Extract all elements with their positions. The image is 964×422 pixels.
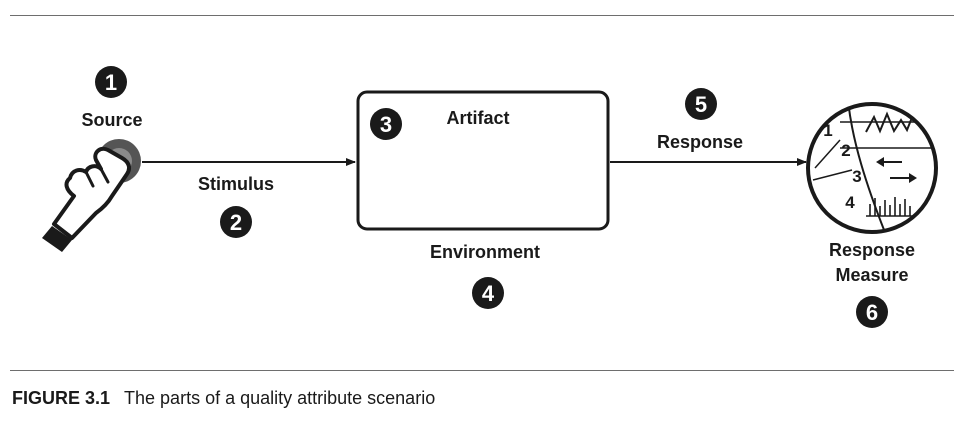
top-rule bbox=[10, 15, 954, 16]
response-measure-gauge-icon: 1 2 3 4 bbox=[806, 102, 938, 234]
svg-text:2: 2 bbox=[230, 210, 242, 235]
response-measure-label-line2: Measure bbox=[835, 265, 908, 285]
svg-text:6: 6 bbox=[866, 300, 878, 325]
source-label: Source bbox=[81, 110, 142, 130]
gauge-tick-4: 4 bbox=[845, 193, 855, 212]
figure-caption-text: The parts of a quality attribute scenari… bbox=[124, 388, 436, 408]
figure-number: FIGURE 3.1 bbox=[12, 388, 111, 408]
figure-caption: FIGURE 3.1 The parts of a quality attribu… bbox=[12, 388, 435, 409]
response-label: Response bbox=[657, 132, 743, 152]
response-measure-label-line1: Response bbox=[829, 240, 915, 260]
source-badge: 1 bbox=[95, 66, 127, 98]
environment-badge: 4 bbox=[472, 277, 504, 309]
stimulus-badge: 2 bbox=[220, 206, 252, 238]
scenario-diagram: 1 Source Stimulus 2 3 Artifact Environme… bbox=[42, 66, 938, 328]
artifact-badge: 3 bbox=[370, 108, 402, 140]
pointing-hand-icon bbox=[42, 139, 141, 252]
bottom-rule bbox=[10, 370, 954, 371]
svg-text:1: 1 bbox=[105, 70, 117, 95]
stimulus-label: Stimulus bbox=[198, 174, 274, 194]
artifact-label: Artifact bbox=[446, 108, 509, 128]
svg-text:3: 3 bbox=[380, 112, 392, 137]
response-badge: 5 bbox=[685, 88, 717, 120]
response-measure-badge: 6 bbox=[856, 296, 888, 328]
gauge-tick-1: 1 bbox=[823, 121, 832, 140]
artifact-box bbox=[356, 90, 610, 231]
environment-label: Environment bbox=[430, 242, 540, 262]
gauge-tick-3: 3 bbox=[852, 167, 861, 186]
svg-text:4: 4 bbox=[482, 281, 495, 306]
gauge-tick-2: 2 bbox=[841, 141, 850, 160]
svg-text:5: 5 bbox=[695, 92, 707, 117]
